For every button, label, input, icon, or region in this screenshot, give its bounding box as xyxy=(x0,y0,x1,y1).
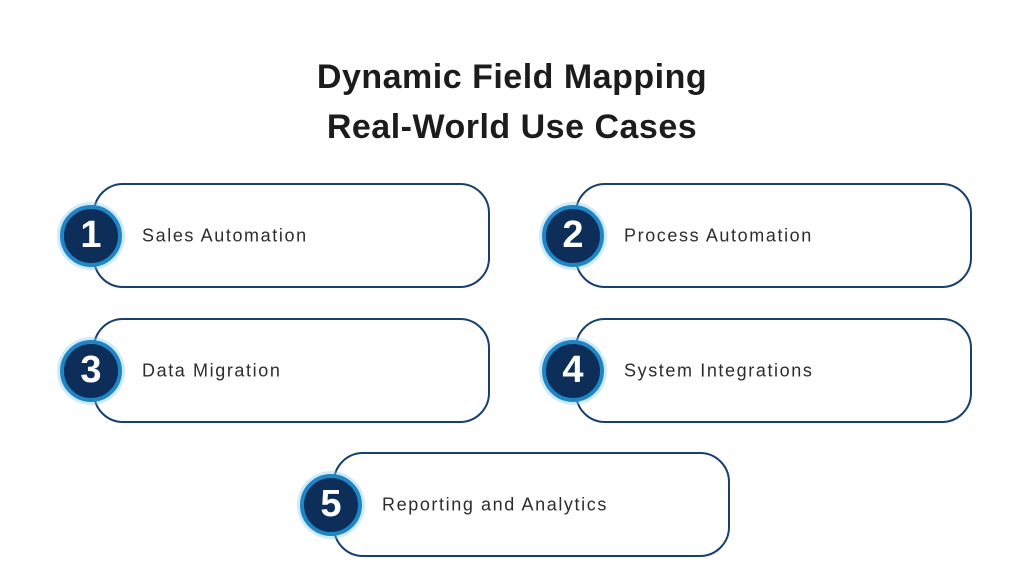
badge-number-1: 1 xyxy=(80,213,102,256)
badge-number-3: 3 xyxy=(80,348,102,391)
page-title-line-2: Real-World Use Cases xyxy=(326,108,698,146)
use-case-label-3: Data Migration xyxy=(142,360,282,380)
number-badge-5: 5 xyxy=(300,473,362,536)
use-case-card-3: 3 Data Migration xyxy=(60,318,490,423)
use-case-label-1: Sales Automation xyxy=(142,225,308,245)
number-badge-2: 2 xyxy=(542,204,604,267)
number-badge-4: 4 xyxy=(542,339,604,402)
use-case-label-5: Reporting and Analytics xyxy=(382,494,608,514)
use-case-label-2: Process Automation xyxy=(624,225,813,245)
use-case-card-4: 4 System Integrations xyxy=(542,318,972,423)
badge-number-4: 4 xyxy=(562,348,584,391)
number-badge-1: 1 xyxy=(60,204,122,267)
use-case-label-4: System Integrations xyxy=(624,360,814,380)
badge-number-2: 2 xyxy=(562,213,584,256)
use-case-card-1: 1 Sales Automation xyxy=(60,183,490,288)
badge-number-5: 5 xyxy=(320,482,342,525)
page-title-line-1: Dynamic Field Mapping xyxy=(316,58,708,96)
page-title: Dynamic Field Mapping Real-World Use Cas… xyxy=(0,52,1024,152)
number-badge-3: 3 xyxy=(60,339,122,402)
use-case-card-5: 5 Reporting and Analytics xyxy=(300,452,730,557)
use-case-card-2: 2 Process Automation xyxy=(542,183,972,288)
